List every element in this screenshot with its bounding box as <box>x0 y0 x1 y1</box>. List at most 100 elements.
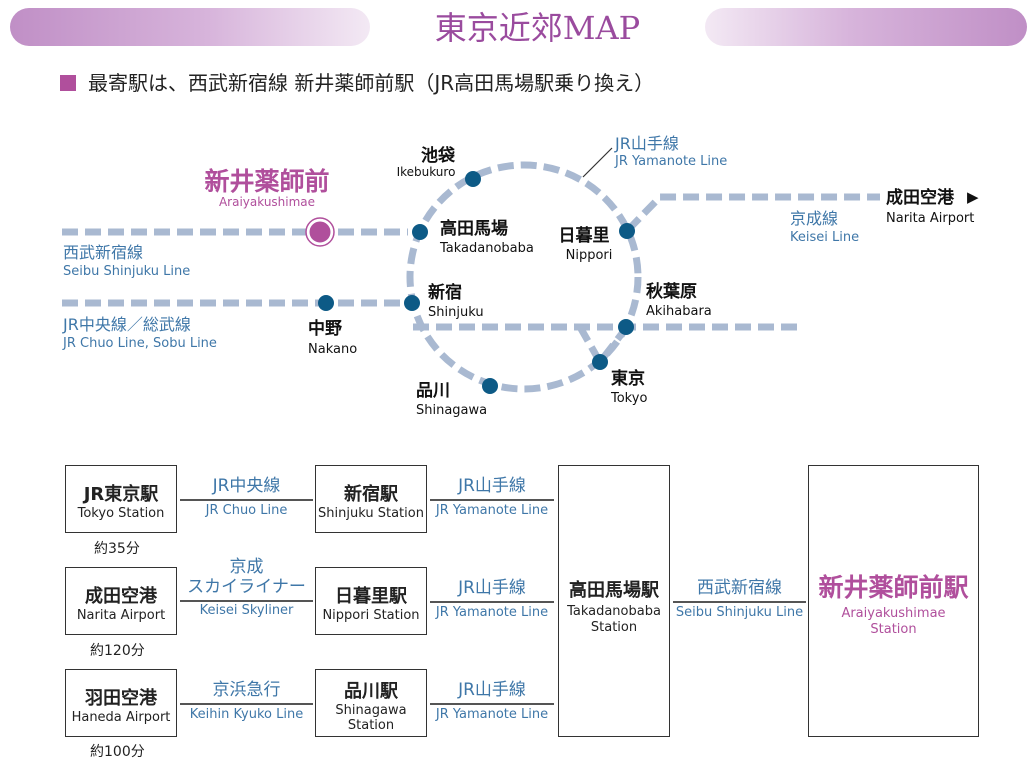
line-name-en: Seibu Shinjuku Line <box>675 605 804 620</box>
line-name-jp: JR中央線 <box>212 476 281 496</box>
destination-label-en: Araiyakushimae <box>219 195 315 209</box>
station-dot-takadanobaba <box>412 224 428 240</box>
keisei-line-track <box>625 193 880 233</box>
line-name-jp: JR山手線 <box>458 680 526 700</box>
travel-time: 約35分 <box>94 541 140 557</box>
chuo-label-jp: JR中央線／総武線 <box>62 315 191 334</box>
hub-name-jp: 高田馬場駅 <box>569 580 659 601</box>
shinjuku-label-jp: 新宿 <box>428 282 462 303</box>
transfer-box-shinagawa: 品川駅 Shinagawa Station <box>315 669 427 737</box>
line-name-en: JR Chuo Line <box>205 503 288 518</box>
seibu-label-en: Seibu Shinjuku Line <box>63 264 190 279</box>
destination-name-en: Araiyakushimae Station <box>841 606 946 637</box>
transfer-box-nippori: 日暮里駅 Nippori Station <box>315 567 427 635</box>
shinagawa-label-en: Shinagawa <box>416 403 487 418</box>
hub-box-takadanobaba: 高田馬場駅 Takadanobaba Station <box>558 465 670 737</box>
connector-rule <box>180 600 313 602</box>
origin-name-jp: JR東京駅 <box>83 484 159 505</box>
ikebukuro-label-jp: 池袋 <box>421 145 456 166</box>
yamanote-label-jp: JR山手線 <box>614 134 679 153</box>
station-name-en: Shinjuku Station <box>318 506 424 521</box>
station-name-jp: 新宿駅 <box>344 484 398 505</box>
yamanote-label-en: JR Yamanote Line <box>614 154 727 169</box>
second-leg-line: JR山手線 JR Yamanote Line <box>430 578 554 621</box>
connector-rule <box>430 601 554 603</box>
station-dot-shinjuku <box>404 295 420 311</box>
line-name-jp: 京浜急行 <box>212 680 281 700</box>
station-marker-araiyakushimae-ring <box>305 217 335 247</box>
page-title: 東京近郊MAP <box>434 9 641 47</box>
origin-name-jp: 羽田空港 <box>85 688 157 709</box>
nakano-label-jp: 中野 <box>308 318 342 339</box>
connector-rule <box>180 499 313 501</box>
station-dot-shinagawa <box>482 378 498 394</box>
yamanote-tokyo-branch <box>576 324 630 369</box>
second-leg-line: JR山手線 JR Yamanote Line <box>430 476 554 519</box>
shinjuku-label-en: Shinjuku <box>428 305 484 320</box>
origin-name-en: Narita Airport <box>76 608 166 623</box>
connector-rule <box>430 703 554 705</box>
station-dot-tokyo <box>592 354 608 370</box>
line-name-en: JR Yamanote Line <box>435 707 549 722</box>
line-name-jp: JR山手線 <box>458 476 526 496</box>
line-name-en: Keihin Kyuko Line <box>189 707 304 722</box>
chuo-label-en: JR Chuo Line, Sobu Line <box>62 336 217 351</box>
yamanote-line-loop <box>406 161 642 393</box>
origin-name-en: Tokyo Station <box>77 506 165 521</box>
nippori-label-en: Nippori <box>566 248 613 263</box>
ikebukuro-label-en: Ikebukuro <box>397 165 456 179</box>
line-name-jp: 西武新宿線 <box>697 578 782 598</box>
first-leg-line: 京浜急行 Keihin Kyuko Line <box>180 680 313 723</box>
tokyo-label-en: Tokyo <box>610 391 647 406</box>
square-bullet-icon <box>60 75 76 91</box>
origin-box-haneda-airport: 羽田空港 Haneda Airport <box>65 669 177 737</box>
line-name-en: Keisei Skyliner <box>199 603 294 618</box>
line-name-jp: JR山手線 <box>458 578 526 598</box>
yamanote-label-leader <box>582 147 613 178</box>
station-dot-nippori <box>619 223 635 239</box>
station-name-en: Shinagawa Station <box>335 703 407 733</box>
line-name-jp: 京成 スカイライナー <box>187 557 306 597</box>
route-map: 新井薬師前 Araiyakushimae 池袋 Ikebukuro 高田馬場 T… <box>62 134 979 418</box>
takadanobaba-label-jp: 高田馬場 <box>440 218 508 239</box>
destination-label-jp: 新井薬師前 <box>204 167 329 196</box>
travel-time: 約120分 <box>90 643 145 659</box>
first-leg-line: JR中央線 JR Chuo Line <box>180 476 313 519</box>
narita-label-jp: 成田空港 <box>886 187 955 208</box>
connector-rule <box>673 601 806 603</box>
akihabara-label-jp: 秋葉原 <box>646 281 697 302</box>
station-marker-araiyakushimae <box>306 218 334 246</box>
shinagawa-label-jp: 品川 <box>416 381 450 401</box>
connector-rule <box>180 703 313 705</box>
origin-name-jp: 成田空港 <box>85 586 157 607</box>
subheading: 最寄駅は、西武新宿線 新井薬師前駅（JR高田馬場駅乗り換え） <box>60 70 654 96</box>
takadanobaba-label-en: Takadanobaba <box>439 241 534 256</box>
station-name-jp: 品川駅 <box>344 681 398 702</box>
nakano-label-en: Nakano <box>308 342 357 357</box>
connector-rule <box>430 499 554 501</box>
station-dot-nakano <box>318 295 334 311</box>
station-name-en: Nippori Station <box>322 608 420 623</box>
header-banner-right <box>705 8 1027 46</box>
header-banner-left <box>10 8 370 46</box>
origin-name-en: Haneda Airport <box>71 710 171 725</box>
akihabara-label-en: Akihabara <box>646 304 712 319</box>
keisei-label-jp: 京成線 <box>790 209 838 228</box>
origin-box-narita-airport: 成田空港 Narita Airport <box>65 567 177 635</box>
subheading-text: 最寄駅は、西武新宿線 新井薬師前駅（JR高田馬場駅乗り換え） <box>88 71 655 95</box>
tokyo-label-jp: 東京 <box>611 368 645 389</box>
travel-time: 約100分 <box>90 744 145 760</box>
destination-box-araiyakushimae: 新井薬師前駅 Araiyakushimae Station <box>808 465 979 737</box>
line-name-en: JR Yamanote Line <box>435 503 549 518</box>
seibu-label-jp: 西武新宿線 <box>63 243 143 262</box>
final-leg-line: 西武新宿線 Seibu Shinjuku Line <box>673 578 806 621</box>
destination-name-jp: 新井薬師前駅 <box>818 573 969 602</box>
origin-box-tokyo-station: JR東京駅 Tokyo Station <box>65 465 177 533</box>
narita-arrow-icon: ▶ <box>967 188 979 206</box>
transfer-box-shinjuku: 新宿駅 Shinjuku Station <box>315 465 427 533</box>
line-name-en: JR Yamanote Line <box>435 605 549 620</box>
station-dot-ikebukuro <box>465 171 481 187</box>
station-name-jp: 日暮里駅 <box>335 586 407 607</box>
hub-name-en: Takadanobaba Station <box>567 604 661 635</box>
station-dot-akihabara <box>618 319 634 335</box>
